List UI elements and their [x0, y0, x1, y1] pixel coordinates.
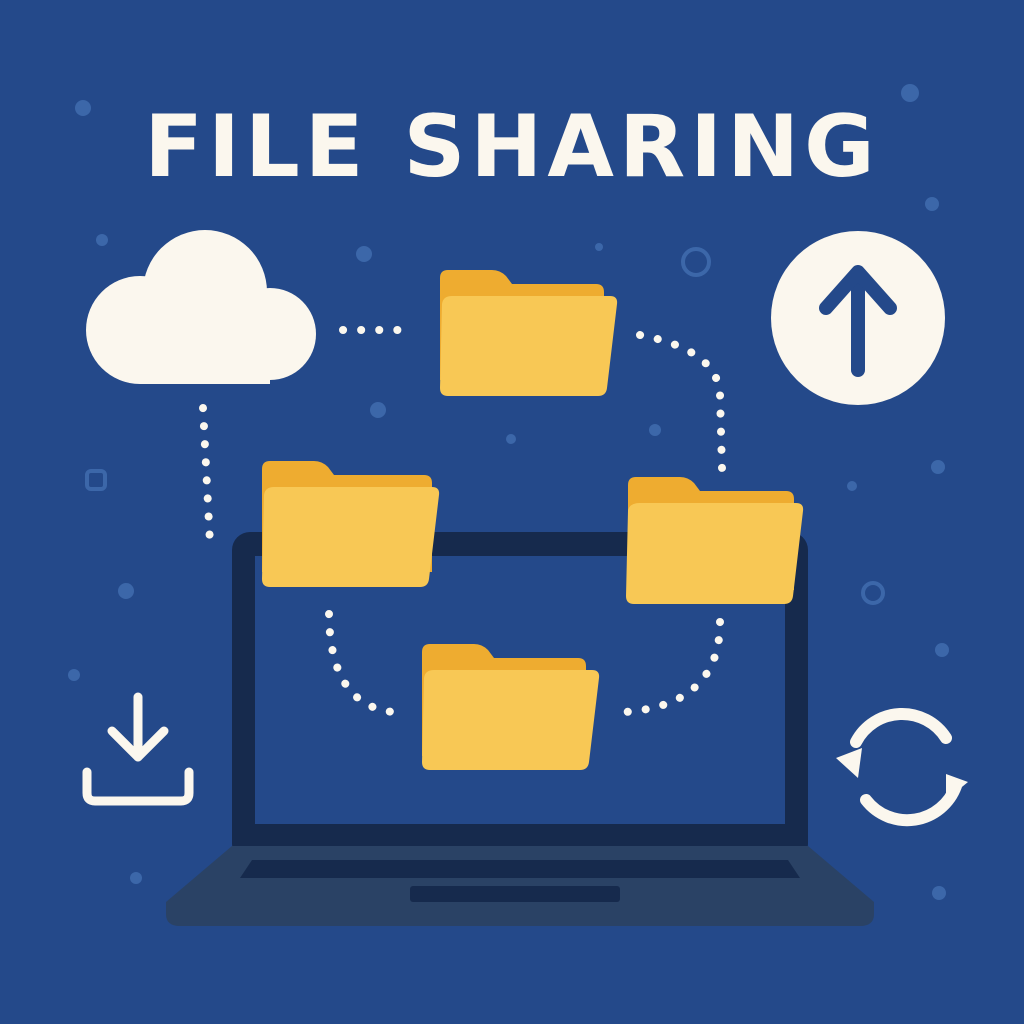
- page-title: FILE SHARING: [144, 97, 880, 197]
- folder-icon-top: [440, 270, 618, 396]
- path-folder-right-to-bottom: [621, 618, 724, 716]
- download-icon: [82, 692, 194, 806]
- background-rings: [85, 247, 885, 605]
- path-folder-top-to-right: [636, 331, 726, 472]
- folder-icon-right: [626, 477, 804, 604]
- upload-arrow-icon: [771, 231, 945, 405]
- path-cloud-down: [199, 404, 214, 547]
- path-folder-left-to-bottom: [325, 610, 397, 716]
- connection-paths: [199, 326, 726, 716]
- folder-icon-bottom: [422, 644, 600, 770]
- background-dots: [68, 84, 949, 900]
- sync-icon: [836, 707, 968, 827]
- folder-icon-left: [262, 461, 440, 587]
- cloud-icon: [86, 230, 316, 384]
